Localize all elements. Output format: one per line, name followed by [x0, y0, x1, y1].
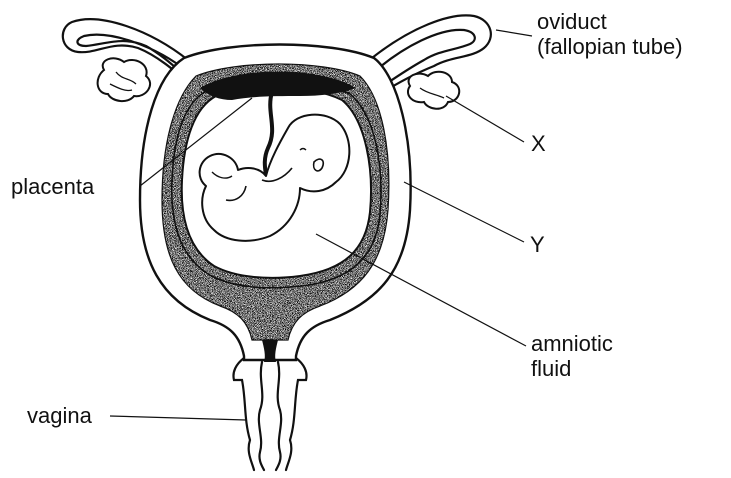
oviduct-label-line1: oviduct [537, 9, 683, 34]
x-leader-line [446, 96, 524, 142]
left-ovary [98, 58, 150, 101]
right-ovary [408, 72, 459, 109]
cervix-vagina [233, 358, 306, 470]
oviduct-leader-line [496, 30, 532, 36]
amniotic-fluid-label-line1: amniotic [531, 331, 613, 356]
vagina-leader-line [110, 416, 246, 420]
y-leader-line [404, 182, 524, 242]
oviduct-label-line2: (fallopian tube) [537, 34, 683, 59]
amniotic-fluid-label: amniotic fluid [531, 331, 613, 381]
amniotic-fluid-label-line2: fluid [531, 356, 613, 381]
x-label: X [531, 131, 546, 156]
placenta-label: placenta [11, 174, 94, 199]
y-label: Y [530, 232, 545, 257]
vagina-label: vagina [27, 403, 92, 428]
oviduct-label: oviduct (fallopian tube) [537, 9, 683, 59]
